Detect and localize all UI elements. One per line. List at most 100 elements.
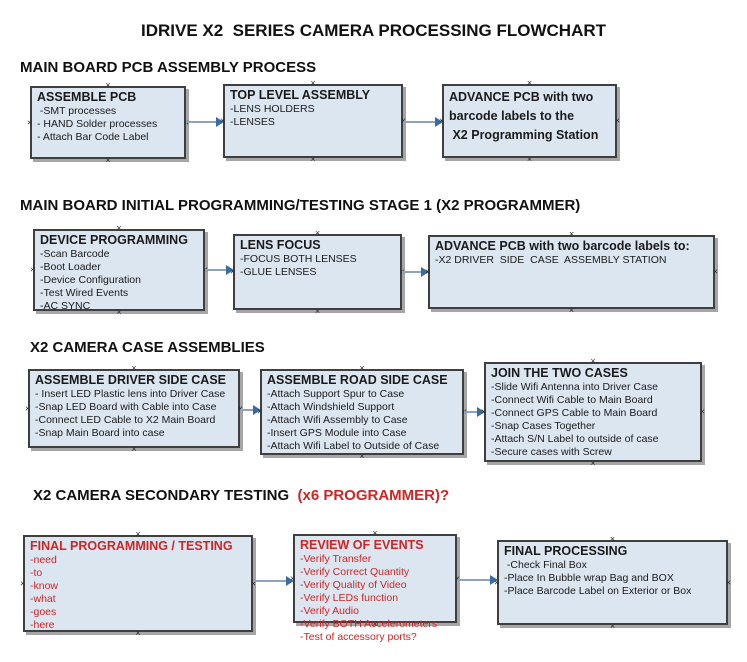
box-step: -Device Configuration	[40, 274, 141, 286]
box-step: -Boot Loader	[40, 261, 101, 273]
arrow-head-icon	[216, 116, 224, 127]
box-title-line: X2 Programming Station	[449, 128, 599, 142]
connection-anchor-icon	[20, 579, 25, 588]
section-heading-initial-programming: MAIN BOARD INITIAL PROGRAMMING/TESTING S…	[20, 197, 581, 214]
arrow-line	[457, 578, 491, 581]
box-step: -Slide Wifi Antenna into Driver Case	[491, 381, 658, 393]
box-title: TOP LEVEL ASSEMBLY	[230, 88, 371, 102]
box-step: -Snap Cases Together	[491, 420, 596, 432]
arrow-head-icon	[286, 575, 294, 586]
section-heading-red-part: (x6 PROGRAMMER)?	[289, 487, 450, 504]
box-title: ASSEMBLE DRIVER SIDE CASE	[35, 373, 227, 387]
box-step: -what	[30, 593, 56, 605]
box-assemble-road-side-case: ASSEMBLE ROAD SIDE CASE -Attach Support …	[260, 369, 464, 455]
arrow-line	[464, 410, 478, 413]
box-step: -Scan Barcode	[40, 248, 110, 260]
connection-anchor-icon	[105, 81, 110, 90]
connection-anchor-icon	[713, 268, 718, 277]
arrow-line	[186, 120, 217, 123]
connection-anchor-icon	[30, 266, 35, 275]
box-assemble-pcb: ASSEMBLE PCB -SMT processes - HAND Solde…	[30, 86, 186, 159]
connection-anchor-icon	[25, 404, 30, 413]
box-step: -here	[30, 619, 55, 631]
box-step: -Verify Correct Quantity	[300, 566, 410, 578]
section-heading-secondary-testing: X2 CAMERA SECONDARY TESTING (x6 PROGRAMM…	[33, 487, 449, 504]
box-step: -Insert GPS Module into Case	[267, 427, 407, 439]
flow-arrow	[253, 575, 294, 586]
arrow-line	[253, 579, 287, 582]
box-step: -Snap Main Board into case	[35, 427, 165, 439]
arrow-line	[403, 120, 436, 123]
box-final-processing: FINAL PROCESSING -Check Final Box -Place…	[497, 540, 728, 625]
arrow-line	[240, 408, 254, 411]
box-advance-pcb-driver-side-station: ADVANCE PCB with two barcode labels to: …	[428, 235, 715, 309]
box-title: LENS FOCUS	[240, 238, 321, 252]
box-step: -Test of accessory ports?	[300, 631, 417, 643]
box-final-programming-testing: FINAL PROGRAMMING / TESTING -need -to -k…	[23, 535, 253, 632]
box-step: -GLUE LENSES	[240, 266, 317, 278]
box-step: -Attach Windshield Support	[267, 401, 395, 413]
box-steps: -need -to -know -what -goes -here	[30, 554, 246, 632]
arrow-head-icon	[435, 116, 443, 127]
arrow-head-icon	[421, 266, 429, 277]
box-steps: -Verify Transfer -Verify Correct Quantit…	[300, 553, 450, 644]
connection-anchor-icon	[700, 408, 705, 417]
connection-anchor-icon	[590, 357, 595, 366]
box-step: -goes	[30, 606, 57, 618]
arrow-line	[402, 270, 422, 273]
box-step: -LENS HOLDERS	[230, 103, 315, 115]
connection-anchor-icon	[310, 155, 315, 164]
section-heading-black-part: X2 CAMERA SECONDARY TESTING	[33, 487, 290, 504]
box-join-the-two-cases: JOIN THE TWO CASES -Slide Wifi Antenna i…	[484, 362, 702, 462]
box-steps: -Slide Wifi Antenna into Driver Case -Co…	[491, 381, 695, 459]
box-step: -AC SYNC	[40, 300, 91, 312]
box-step: -Verify Quality of Video	[300, 579, 407, 591]
box-step: -Attach Support Spur to Case	[267, 388, 405, 400]
box-step: -Verify BOTH Accelerometers	[300, 618, 438, 630]
box-step: -Test Wired Events	[40, 287, 129, 299]
arrow-head-icon	[226, 264, 234, 275]
flow-arrow	[402, 266, 429, 277]
box-steps: -Attach Support Spur to Case -Attach Win…	[267, 388, 457, 453]
box-step: -LENSES	[230, 116, 275, 128]
flow-arrow	[240, 404, 261, 415]
box-title: JOIN THE TWO CASES	[491, 366, 628, 380]
box-title-line: barcode labels to the	[449, 109, 575, 123]
box-title: FINAL PROGRAMMING / TESTING	[30, 539, 233, 553]
connection-anchor-icon	[610, 535, 615, 544]
box-step: -Place In Bubble wrap Bag and BOX	[504, 572, 674, 584]
box-step: -Connect LED Cable to X2 Main Board	[35, 414, 216, 426]
arrow-head-icon	[490, 574, 498, 585]
box-step: -Secure cases with Screw	[491, 446, 612, 458]
box-step: -X2 DRIVER SIDE CASE ASSEMBLY STATION	[435, 254, 667, 266]
box-step: -need	[30, 554, 57, 566]
connection-anchor-icon	[372, 529, 377, 538]
box-top-level-assembly: TOP LEVEL ASSEMBLY -LENS HOLDERS -LENSES	[223, 84, 403, 158]
box-title: FINAL PROCESSING	[504, 544, 628, 558]
box-steps: -LENS HOLDERS -LENSES	[230, 103, 396, 129]
connection-anchor-icon	[359, 364, 364, 373]
box-step: -Verify Audio	[300, 605, 359, 617]
connection-anchor-icon	[527, 79, 532, 88]
box-steps: -Check Final Box -Place In Bubble wrap B…	[504, 559, 721, 598]
connection-anchor-icon	[726, 578, 731, 587]
connection-anchor-icon	[610, 622, 615, 631]
connection-anchor-icon	[131, 364, 136, 373]
box-step: -Verify Transfer	[300, 553, 372, 565]
arrow-head-icon	[477, 406, 485, 417]
box-step: -FOCUS BOTH LENSES	[240, 253, 357, 265]
section-heading-pcb-assembly: MAIN BOARD PCB ASSEMBLY PROCESS	[20, 59, 317, 76]
flow-arrow	[205, 264, 234, 275]
box-title: ASSEMBLE PCB	[37, 90, 137, 104]
box-step: -Check Final Box	[504, 559, 587, 571]
box-steps: - Insert LED Plastic lens into Driver Ca…	[35, 388, 233, 440]
flow-arrow	[186, 116, 224, 127]
box-device-programming: DEVICE PROGRAMMING -Scan Barcode -Boot L…	[30, 229, 205, 312]
flow-arrow	[403, 116, 443, 127]
box-step: -Connect Wifi Cable to Main Board	[491, 394, 653, 406]
box-steps: -FOCUS BOTH LENSES -GLUE LENSES	[240, 253, 395, 279]
connection-anchor-icon	[527, 155, 532, 164]
box-review-of-events: REVIEW OF EVENTS -Verify Transfer -Verif…	[293, 534, 457, 643]
arrow-head-icon	[253, 404, 261, 415]
